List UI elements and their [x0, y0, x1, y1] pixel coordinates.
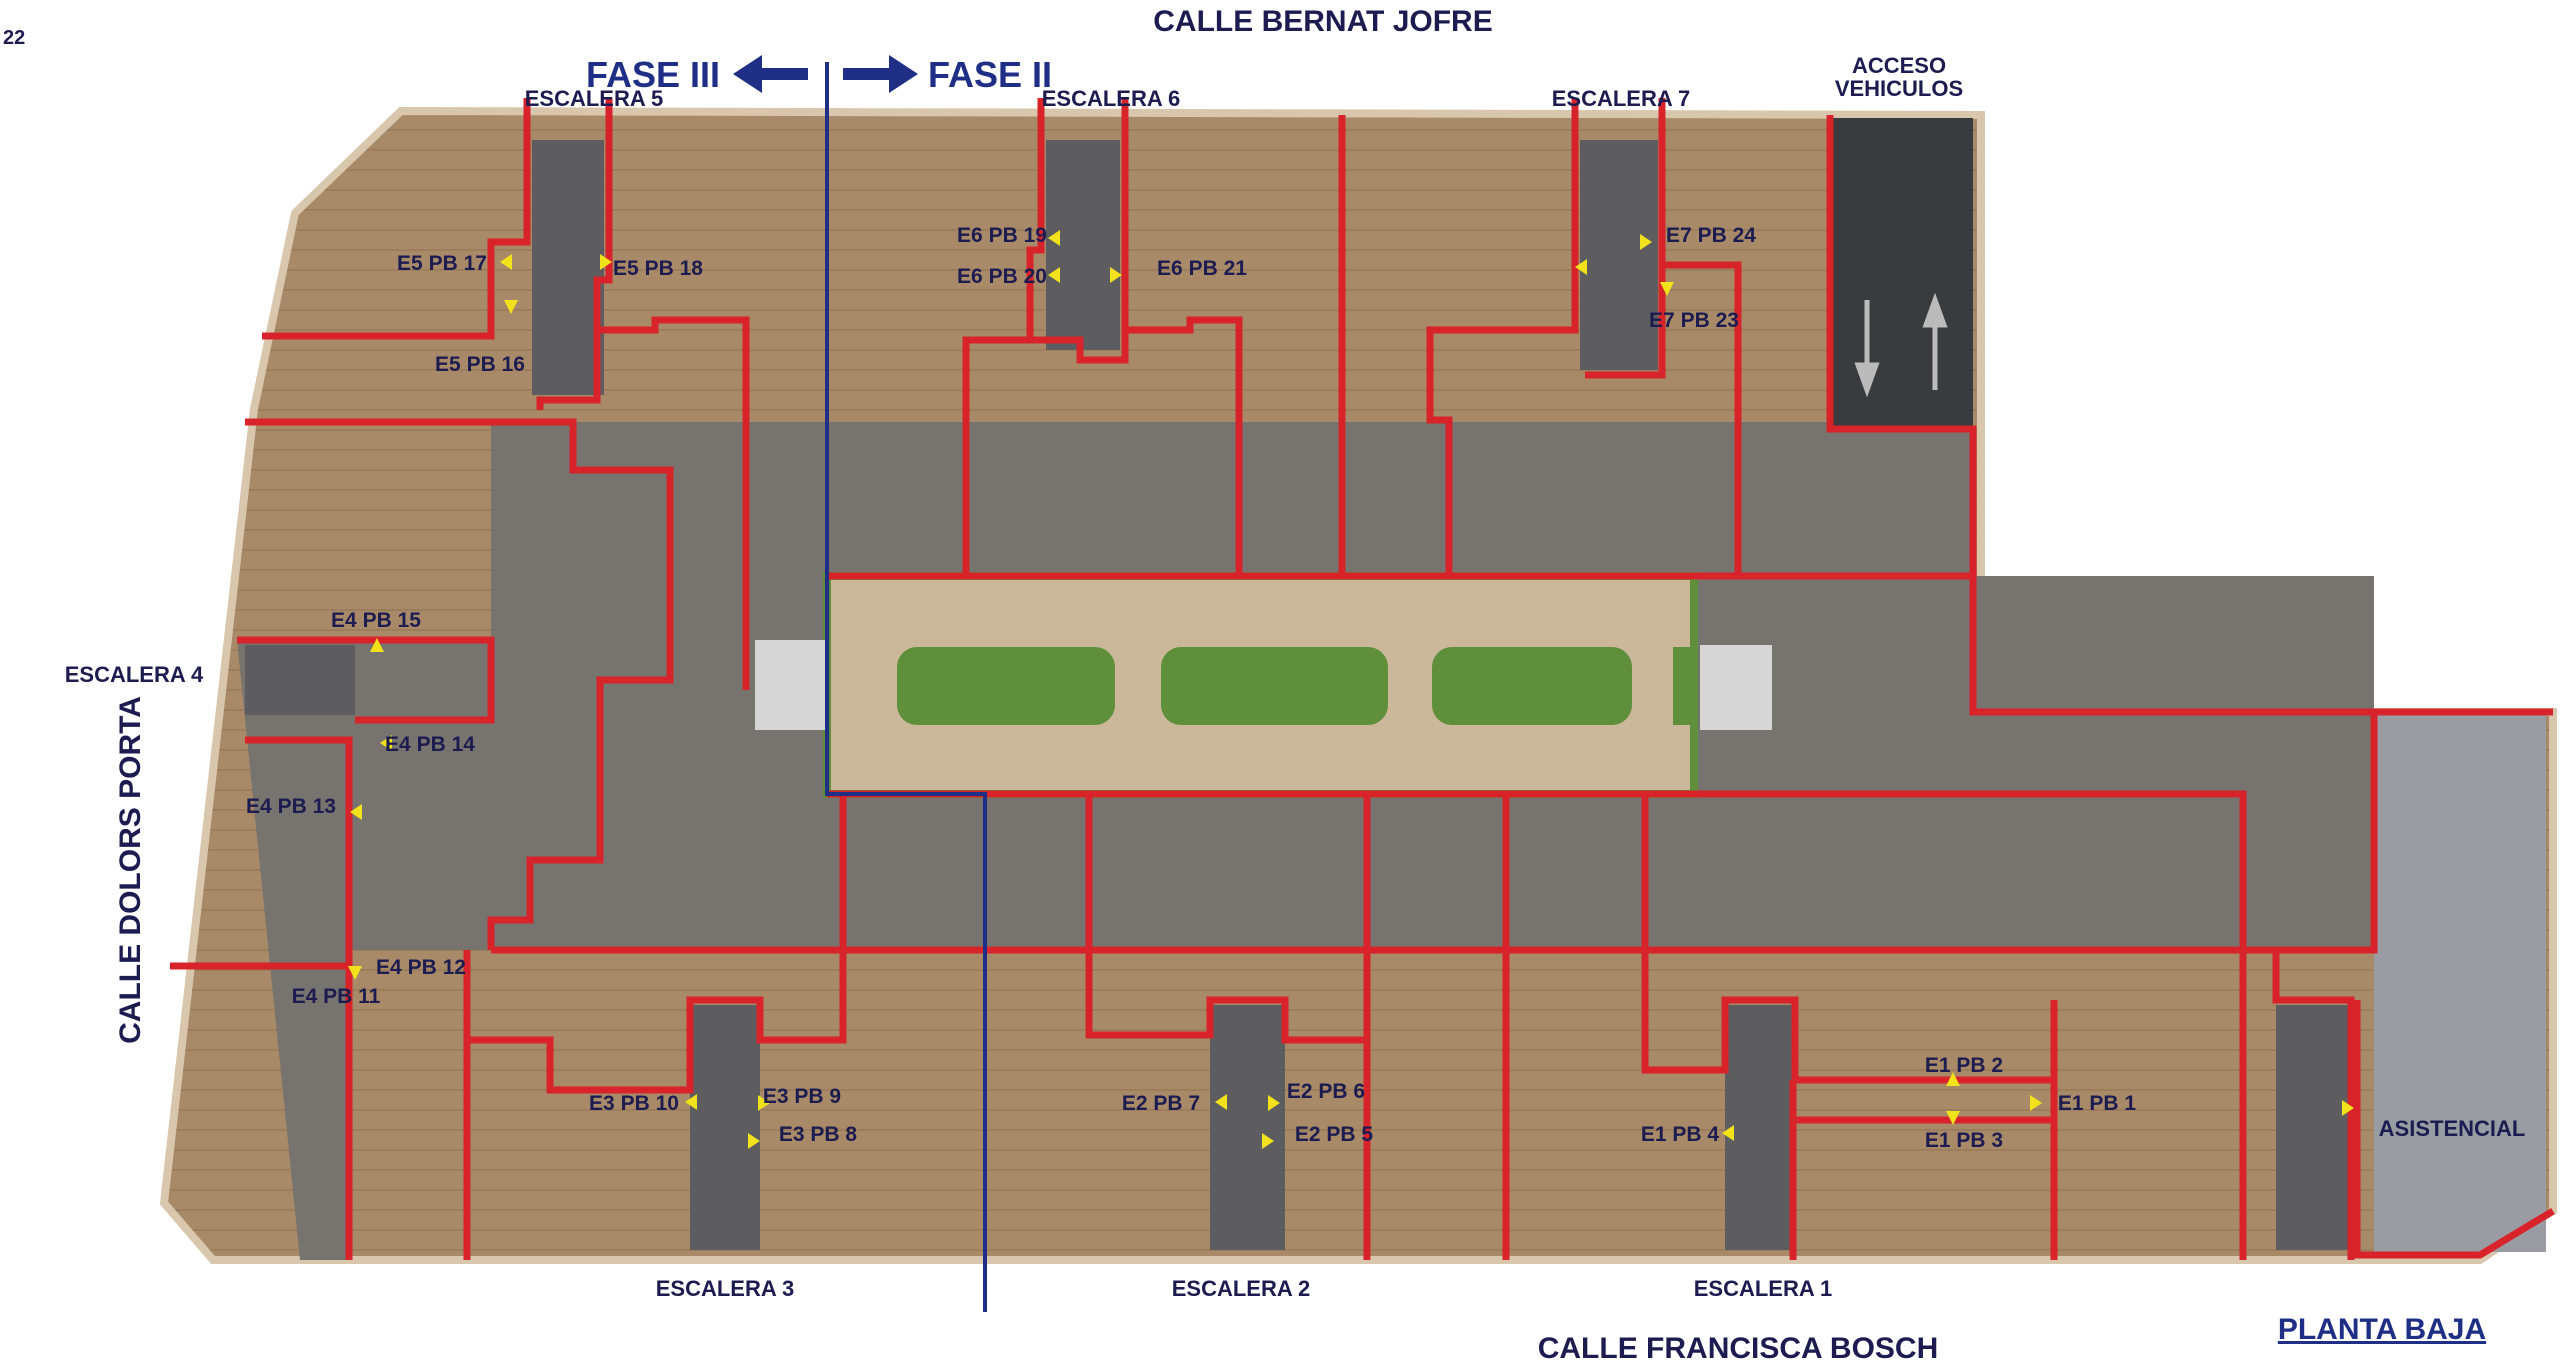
- stair-2-label: ESCALERA 2: [1172, 1276, 1311, 1301]
- vehicle-ramp: [1830, 118, 1973, 429]
- unit-label: E1 PB 1: [2058, 1092, 2137, 1115]
- unit-label: E2 PB 6: [1287, 1080, 1365, 1103]
- central-garden: [755, 572, 1772, 798]
- unit-boundaries: [170, 98, 2555, 1260]
- unit-label: E4 PB 13: [246, 795, 336, 818]
- unit-label: E4 PB 11: [292, 985, 381, 1008]
- unit-label: E3 PB 10: [589, 1092, 679, 1115]
- phase-arrows-icon: [733, 55, 918, 93]
- unit-label: E2 PB 7: [1122, 1092, 1200, 1115]
- unit-label: E4 PB 14: [385, 733, 475, 756]
- plan-title: PLANTA BAJA: [2278, 1313, 2486, 1346]
- stair-5-label: ESCALERA 5: [525, 86, 664, 111]
- unit-label: E3 PB 9: [763, 1085, 841, 1108]
- assistencial-area: [2374, 712, 2546, 1252]
- unit-label: E1 PB 3: [1925, 1129, 2003, 1152]
- unit-label: E5 PB 17: [397, 252, 487, 275]
- unit-label: E5 PB 18: [613, 257, 703, 280]
- phase-divider-line: [825, 62, 987, 1312]
- entrance-markers: [348, 230, 2354, 1149]
- phase-right-label: FASE II: [928, 54, 1052, 95]
- unit-label: E7 PB 24: [1666, 224, 1756, 247]
- unit-label: E5 PB 16: [435, 353, 525, 376]
- stair-1-label: ESCALERA 1: [1694, 1276, 1833, 1301]
- street-west: CALLE DOLORS PORTA: [114, 696, 147, 1044]
- unit-label: E6 PB 20: [957, 265, 1047, 288]
- unit-label: E6 PB 19: [957, 224, 1047, 247]
- stair-6-label: ESCALERA 6: [1042, 86, 1181, 111]
- ramp-arrows-icon: [1854, 292, 1948, 398]
- access-label-2: VEHICULOS: [1835, 76, 1963, 101]
- stair-cores: [245, 140, 2351, 1250]
- unit-label: E4 PB 15: [331, 609, 421, 632]
- street-south: CALLE FRANCISCA BOSCH: [1538, 1332, 1939, 1365]
- unit-label: E4 PB 12: [376, 956, 466, 979]
- unit-label: E1 PB 4: [1641, 1123, 1720, 1146]
- assistencial-label: ASISTENCIAL: [2379, 1116, 2526, 1141]
- street-north: CALLE BERNAT JOFRE: [1153, 5, 1492, 38]
- unit-label: E2 PB 5: [1295, 1123, 1374, 1146]
- access-label-1: ACCESO: [1852, 53, 1946, 78]
- phase-left-label: FASE III: [586, 54, 720, 95]
- unit-label: E6 PB 21: [1157, 257, 1247, 280]
- stair-4-label: ESCALERA 4: [65, 662, 204, 687]
- stair-7-label: ESCALERA 7: [1552, 86, 1691, 111]
- unit-label: E3 PB 8: [779, 1123, 858, 1146]
- unit-label: E7 PB 23: [1649, 309, 1739, 332]
- page-number: 22: [3, 27, 25, 49]
- unit-label: E1 PB 2: [1925, 1054, 2003, 1077]
- stair-3-label: ESCALERA 3: [656, 1276, 795, 1301]
